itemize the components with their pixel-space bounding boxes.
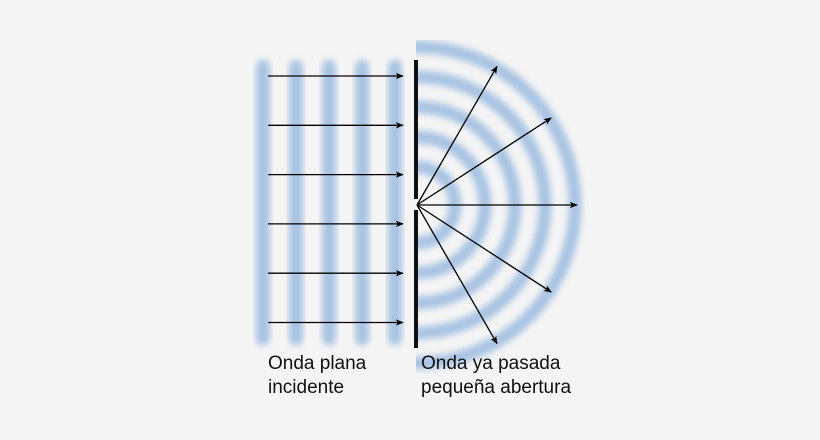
incident-caption-line-2: incidente: [268, 377, 345, 398]
diffracted-ray-arrow: [416, 117, 552, 206]
incident-wave-caption: Onda plana incidente: [268, 352, 366, 400]
incident-wavefront-band: [256, 60, 270, 345]
barrier-lower-segment: [414, 210, 418, 348]
incident-wavefront-band: [355, 60, 369, 345]
diffracted-ray-arrow: [416, 204, 552, 293]
incident-wavefront-band: [388, 60, 402, 345]
incident-wavefront-band: [289, 60, 303, 345]
diffracted-caption-line-2: pequeña abertura: [421, 377, 572, 398]
diffracted-ray-arrows: [416, 65, 578, 345]
incident-caption-line-1: Onda plana: [268, 353, 367, 374]
incident-plane-wavefronts: [256, 60, 402, 345]
diffracted-ray-arrow: [416, 65, 498, 206]
diffracted-ray-arrow: [416, 204, 498, 345]
barrier-upper-segment: [414, 60, 418, 199]
diffracted-wave-caption: Onda ya pasada pequeña abertura: [421, 352, 571, 400]
incident-ray-arrows: [268, 72, 404, 326]
diffracted-caption-line-1: Onda ya pasada: [421, 353, 561, 374]
incident-wavefront-band: [322, 60, 336, 345]
